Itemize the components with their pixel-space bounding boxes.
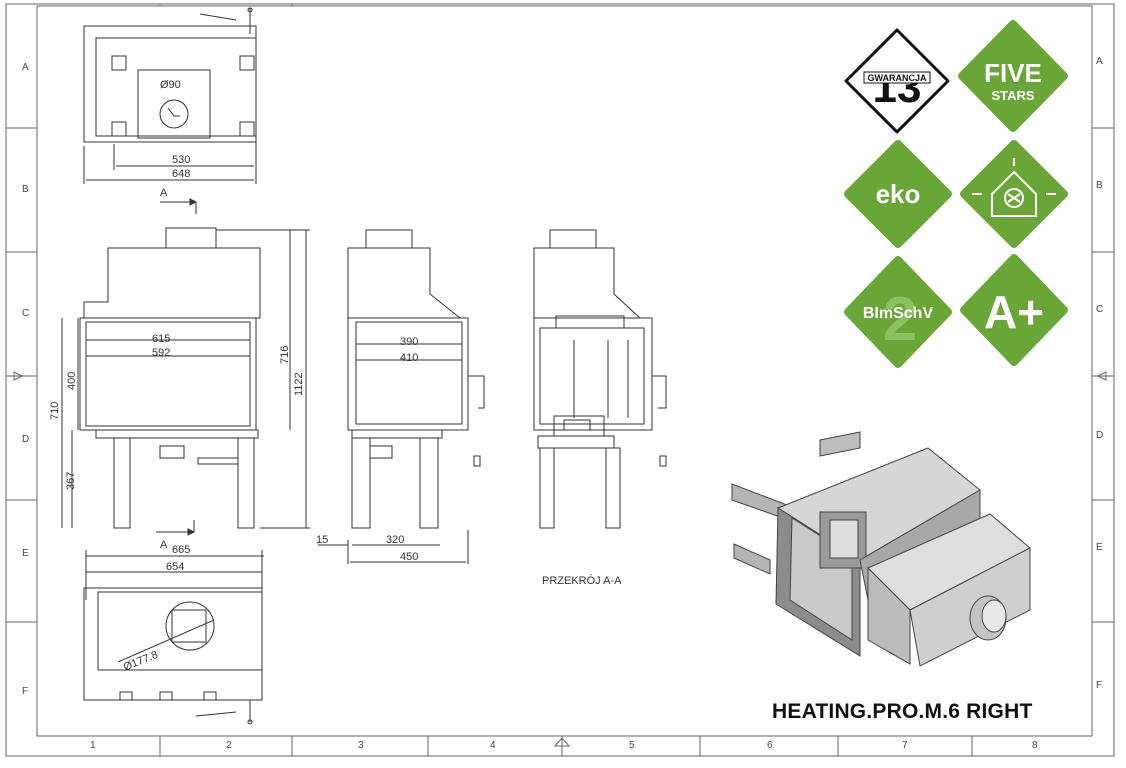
five-stars-line2: STARS	[991, 88, 1034, 103]
side-view	[318, 229, 485, 564]
row-label: C	[22, 308, 29, 319]
dim-total-depth: 450	[400, 551, 418, 563]
section-letter: A	[160, 539, 168, 551]
dim-glass-height: 400	[66, 372, 78, 390]
eko-badge: eko	[844, 140, 952, 248]
five-stars-badge: FIVE STARS	[958, 20, 1068, 132]
col-label: 8	[1032, 740, 1038, 751]
warranty-badge: 13 GWARANCJA	[844, 28, 950, 134]
dim-glass-width-outer: 615	[152, 333, 170, 345]
top-view	[83, 7, 257, 184]
grid-row-labels: A B C D E F A B C D E F	[22, 56, 1103, 697]
row-label: F	[22, 686, 28, 697]
dim-body-height: 716	[279, 346, 291, 364]
five-stars-line1: FIVE	[984, 58, 1042, 88]
section-marker-bottom	[156, 520, 196, 536]
drawing-title: HEATING.PRO.M.6 RIGHT	[772, 700, 1033, 723]
dim-offset: 15	[316, 534, 328, 546]
row-label: E	[22, 548, 29, 559]
col-label: 7	[902, 740, 908, 751]
row-label: F	[1096, 680, 1102, 691]
dim-depth-outer: 410	[400, 352, 418, 364]
isometric-render	[731, 431, 1031, 667]
dim-base-depth: 320	[386, 534, 404, 546]
row-label: A	[1096, 56, 1103, 67]
col-label: 5	[629, 740, 635, 751]
bottom-view	[83, 550, 264, 725]
col-label: 4	[490, 740, 496, 751]
warranty-label: GWARANCJA	[867, 73, 927, 83]
row-label: E	[1096, 542, 1103, 553]
house-airflow-icon	[972, 158, 1056, 217]
section-view	[473, 229, 667, 529]
airflow-badge	[960, 140, 1068, 248]
col-label: 6	[767, 740, 773, 751]
row-label: B	[1096, 180, 1103, 191]
energy-class-badge: A+	[960, 254, 1068, 366]
dim-leg-height: 367	[65, 472, 77, 490]
dim-pipe-diameter: Ø90	[160, 79, 181, 91]
front-view	[61, 227, 310, 529]
section-label: PRZEKRÓJ A-A	[542, 574, 622, 587]
dim-outer-width: 648	[172, 168, 190, 180]
col-label: 2	[226, 740, 232, 751]
section-letter: A	[160, 187, 168, 199]
dim-inner-width: 530	[172, 154, 190, 166]
row-label: A	[22, 62, 29, 73]
dim-opening-height: 710	[49, 402, 61, 420]
row-label: D	[22, 434, 29, 445]
bimschv-badge: 2 BImSchV	[844, 256, 952, 368]
dim-width-inner: 654	[166, 561, 184, 573]
dim-glass-width-inner: 592	[152, 347, 170, 359]
dim-depth-inner: 390	[400, 336, 418, 348]
col-label: 3	[358, 740, 364, 751]
col-label: 1	[90, 740, 96, 751]
row-label: C	[1096, 304, 1103, 315]
energy-class-text: A+	[984, 286, 1044, 338]
section-marker-top	[160, 198, 198, 214]
bimschv-stage: 2	[883, 285, 917, 354]
drawing-frame	[5, 3, 1115, 757]
dim-width-outer: 665	[172, 544, 190, 556]
grid-column-labels: 1 2 3 4 5 6 7 8	[90, 740, 1038, 751]
dim-total-height: 1122	[293, 372, 305, 396]
warranty-years: 13	[873, 63, 922, 112]
row-label: B	[22, 184, 29, 195]
eko-text: eko	[876, 179, 921, 209]
row-label: D	[1096, 430, 1103, 441]
bimschv-text: BImSchV	[863, 305, 934, 322]
